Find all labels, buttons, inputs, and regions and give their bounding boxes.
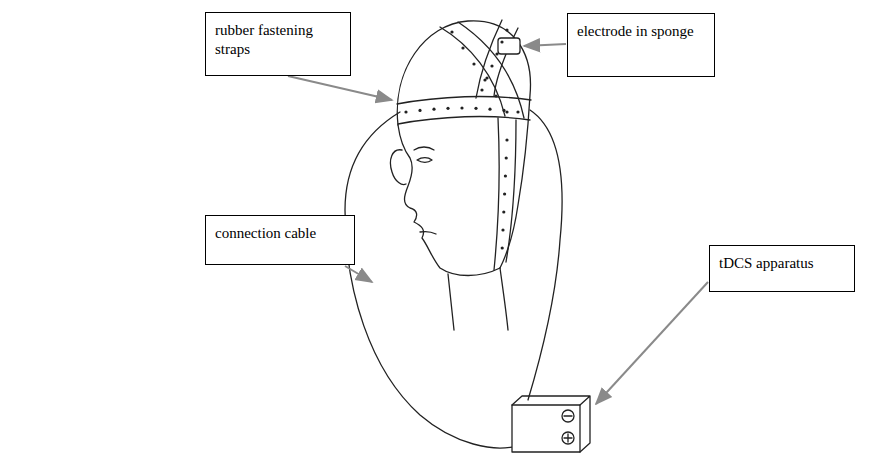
eye: [417, 158, 432, 163]
strap: [397, 97, 531, 104]
leader-arrow: [345, 266, 372, 282]
mouth: [420, 232, 436, 234]
connection-cable: [345, 112, 516, 448]
callout-box: connection cable: [205, 215, 355, 265]
strap: [398, 117, 530, 124]
minus-terminal: [564, 415, 572, 416]
minus-terminal: [562, 410, 574, 422]
callout-box: rubber fastening straps: [205, 12, 351, 76]
callout-text: connection cable: [215, 224, 345, 243]
head-outline: [397, 21, 530, 268]
leader-arrow: [288, 76, 392, 100]
strap: [494, 118, 499, 270]
face-outline: [398, 125, 500, 276]
ear: [390, 150, 406, 185]
neck: [500, 268, 508, 330]
strap: [476, 20, 502, 98]
callout-text: rubber fastening straps: [215, 21, 341, 59]
plus-terminal: [562, 432, 574, 444]
leader-arrow: [596, 282, 708, 404]
plus-terminal: [564, 434, 572, 442]
strap: [506, 120, 516, 262]
tdcs-box: [512, 396, 590, 452]
strap: [440, 27, 505, 116]
strap: [458, 22, 524, 118]
callout-text: tDCS apparatus: [719, 254, 845, 273]
leader-arrow: [524, 44, 566, 46]
neck: [448, 274, 454, 330]
strap-holes: [404, 28, 519, 249]
callout-box: tDCS apparatus: [709, 245, 855, 292]
electrode-sponge: [498, 38, 520, 54]
callout-text: electrode in sponge: [577, 22, 705, 41]
callout-box: electrode in sponge: [567, 13, 715, 77]
connection-cable: [528, 110, 562, 400]
tdcs-box: [512, 405, 580, 452]
brow: [414, 147, 434, 150]
